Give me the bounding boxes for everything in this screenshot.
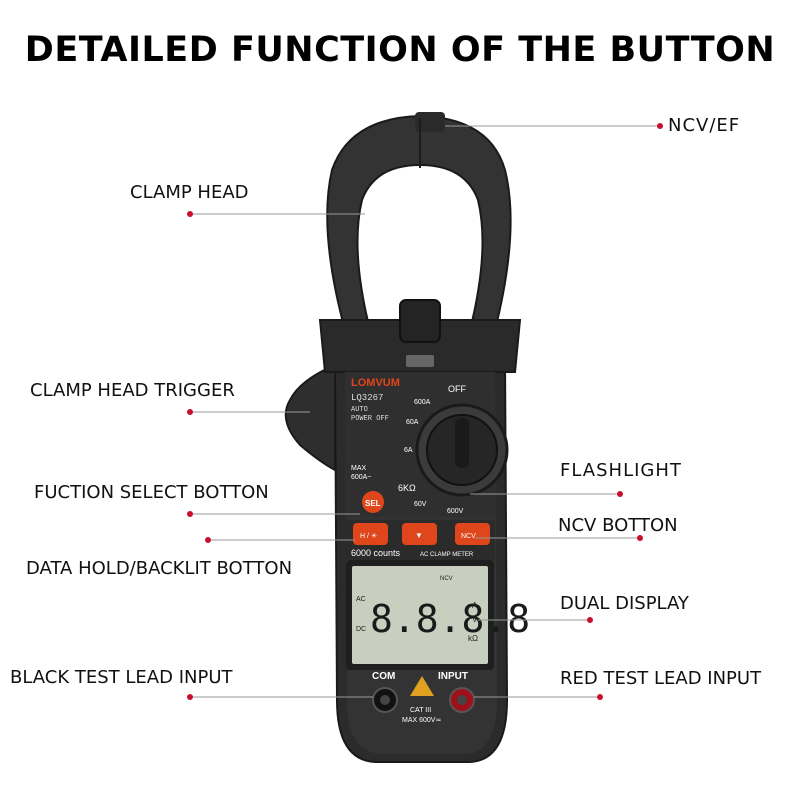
- svg-text:H / ☀: H / ☀: [360, 532, 377, 540]
- svg-text:60A: 60A: [406, 419, 419, 426]
- svg-text:V: V: [472, 615, 478, 624]
- svg-text:600A~: 600A~: [351, 474, 371, 481]
- model-label: LQ3267: [351, 393, 383, 403]
- svg-text:MAX: MAX: [351, 465, 367, 472]
- trigger-dot: [187, 409, 193, 415]
- label-data-hold-backlit: DATA HOLD/BACKLIT BOTTON: [26, 558, 293, 579]
- svg-text:AC CLAMP METER: AC CLAMP METER: [420, 552, 474, 558]
- svg-text:NCV: NCV: [440, 576, 453, 582]
- red-lead-dot: [597, 694, 603, 700]
- warning-triangle-icon: [410, 676, 434, 696]
- hold-backlight-button[interactable]: [353, 523, 388, 545]
- clamp-hinge: [399, 299, 441, 343]
- svg-text:POWER OFF: POWER OFF: [351, 415, 389, 423]
- svg-text:6KΩ: 6KΩ: [398, 483, 416, 493]
- svg-text:MAX 600V≂: MAX 600V≂: [402, 717, 441, 724]
- dual-display-dot: [587, 617, 593, 623]
- svg-text:kΩ: kΩ: [468, 634, 478, 643]
- label-function-select: FUCTION SELECT BOTTON: [34, 482, 269, 503]
- svg-text:60V: 60V: [414, 501, 427, 508]
- ncv-ef-dot: [657, 123, 663, 129]
- clamp-jaw-shape: [326, 114, 512, 331]
- page-title: DETAILED FUNCTION OF THE BUTTON: [24, 30, 776, 70]
- function-select-dot: [187, 511, 193, 517]
- black-lead-dot: [187, 694, 193, 700]
- lcd-readout: 8.8.8.8: [370, 597, 530, 641]
- svg-text:INPUT: INPUT: [438, 671, 468, 682]
- label-clamp-head: CLAMP HEAD: [130, 182, 249, 203]
- clamp-collar: [318, 319, 522, 373]
- svg-text:NCV: NCV: [461, 533, 476, 540]
- clamp-tip: [415, 112, 445, 132]
- svg-text:A: A: [472, 601, 478, 610]
- svg-text:DC: DC: [356, 626, 366, 633]
- clamp-trigger-shape: [284, 363, 336, 472]
- ncv-button-dot: [637, 535, 643, 541]
- svg-text:AC: AC: [356, 596, 366, 603]
- svg-text:SEL: SEL: [365, 499, 381, 508]
- ncv-button[interactable]: [455, 523, 490, 545]
- clamp-head-dot: [187, 211, 193, 217]
- svg-text:6000 counts: 6000 counts: [351, 548, 401, 558]
- label-ncv-ef: NCV/EF: [668, 115, 741, 136]
- svg-text:AUTO: AUTO: [351, 406, 368, 414]
- flashlight-button[interactable]: [402, 523, 437, 545]
- label-black-test-lead: BLACK TEST LEAD INPUT: [10, 667, 233, 688]
- svg-text:600V: 600V: [447, 508, 464, 515]
- svg-text:OFF: OFF: [448, 384, 466, 394]
- svg-text:600A: 600A: [414, 399, 431, 406]
- label-red-test-lead: RED TEST LEAD INPUT: [560, 668, 762, 689]
- data-hold-dot: [205, 537, 211, 543]
- svg-text:COM: COM: [372, 671, 395, 682]
- label-ncv-button: NCV BOTTON: [558, 515, 678, 536]
- svg-text:▼: ▼: [415, 531, 423, 540]
- lcd-screen: [352, 566, 488, 664]
- svg-text:6A: 6A: [404, 447, 413, 454]
- sel-button[interactable]: [362, 491, 384, 513]
- label-clamp-head-trigger: CLAMP HEAD TRIGGER: [30, 380, 235, 401]
- label-flashlight: FLASHLIGHT: [560, 460, 682, 481]
- flashlight-dot: [617, 491, 623, 497]
- brand-logo: LOMVUM: [351, 377, 400, 389]
- label-dual-display: DUAL DISPLAY: [560, 593, 689, 614]
- svg-text:CAT III: CAT III: [410, 707, 431, 714]
